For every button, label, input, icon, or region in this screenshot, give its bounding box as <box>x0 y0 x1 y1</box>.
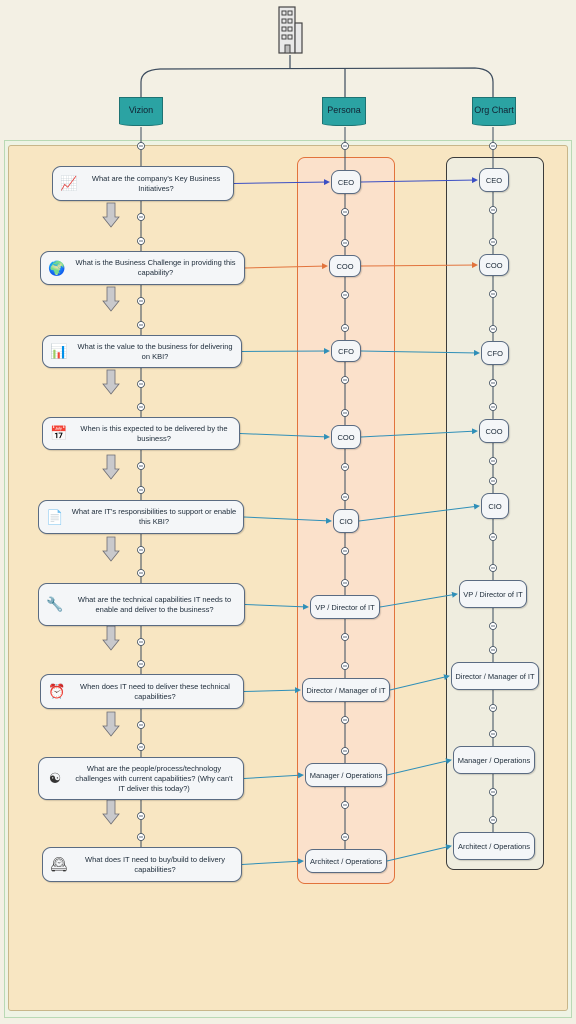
persona-node[interactable]: Director / Manager of IT <box>302 678 390 702</box>
org-chart-node[interactable]: CEO <box>479 168 509 192</box>
persona-to-org-link <box>386 758 452 776</box>
calendar-icon: 📅 <box>50 425 68 441</box>
org-chart-node[interactable]: Architect / Operations <box>453 832 535 860</box>
persona-to-org-link <box>360 262 478 269</box>
building-icon <box>278 6 303 54</box>
down-arrow-icon <box>102 799 120 825</box>
question-text: What are the technical capabilities IT n… <box>77 594 232 614</box>
question-node[interactable]: 🔧 What are the technical capabilities IT … <box>38 583 245 626</box>
alarm-clock-icon: ⏰ <box>48 683 66 699</box>
header-org-chart-label: Org Chart <box>474 105 514 115</box>
question-to-persona-link <box>239 433 330 440</box>
persona-to-org-link <box>360 349 480 356</box>
down-arrow-icon <box>102 454 120 480</box>
top-connector <box>140 55 494 83</box>
document-icon: 📄 <box>46 508 64 525</box>
bar-chart-icon: 📊 <box>50 343 68 359</box>
persona-to-org-link <box>360 428 478 438</box>
question-to-persona-link <box>243 772 304 779</box>
question-to-persona-link <box>233 179 330 186</box>
persona-to-org-link <box>360 177 478 184</box>
org-chart-node[interactable]: Director / Manager of IT <box>451 662 539 690</box>
question-text: What are the people/process/technology c… <box>75 763 233 793</box>
persona-node[interactable]: Architect / Operations <box>305 849 387 873</box>
question-to-persona-link <box>243 516 332 524</box>
question-text: What is the value to the business for de… <box>77 341 233 361</box>
question-to-persona-link <box>243 687 301 694</box>
question-text: What are the company's Key Business Init… <box>91 173 221 193</box>
down-arrow-icon <box>102 711 120 737</box>
header-persona-label: Persona <box>327 105 361 115</box>
persona-to-org-link <box>358 503 480 522</box>
persona-node[interactable]: COO <box>329 255 361 277</box>
down-arrow-icon <box>102 369 120 395</box>
persona-to-org-link <box>389 674 450 691</box>
org-chart-node[interactable]: CFO <box>481 341 509 365</box>
header-vizion-label: Vizion <box>128 105 154 115</box>
question-node[interactable]: 📊 What is the value to the business for d… <box>42 335 242 368</box>
down-arrow-icon <box>102 202 120 228</box>
persona-node[interactable]: VP / Director of IT <box>310 595 380 619</box>
question-text: When does IT need to deliver these techn… <box>80 681 230 701</box>
question-node[interactable]: 📄 What are IT's responsibilities to suppo… <box>38 500 244 534</box>
persona-to-org-link <box>386 844 452 862</box>
chart-person-icon: 📈 <box>60 175 78 191</box>
question-node[interactable]: 📈 What are the company's Key Business Ini… <box>52 166 234 201</box>
persona-node[interactable]: Manager / Operations <box>305 763 387 787</box>
question-to-persona-link <box>241 858 304 865</box>
question-node[interactable]: ☯ What are the people/process/technology … <box>38 757 244 800</box>
clock-people-icon: 🕰 <box>50 856 68 872</box>
down-arrow-icon <box>102 625 120 651</box>
org-chart-node[interactable]: COO <box>479 254 509 276</box>
question-text: What is the Business Challenge in provid… <box>75 258 236 277</box>
question-to-persona-link <box>244 263 328 270</box>
question-to-persona-link <box>241 348 330 355</box>
yin-yang-icon: ☯ <box>48 770 62 786</box>
org-chart-node[interactable]: VP / Director of IT <box>459 580 527 608</box>
question-text: What are IT's responsibilities to suppor… <box>71 507 237 526</box>
org-chart-node[interactable]: Manager / Operations <box>453 746 535 774</box>
question-node[interactable]: 🕰 What does IT need to buy/build to deliv… <box>42 847 242 882</box>
header-persona[interactable]: Persona <box>322 97 366 126</box>
persona-node[interactable]: COO <box>331 425 361 449</box>
question-node[interactable]: ⏰ When does IT need to deliver these tech… <box>40 674 244 709</box>
org-chart-node[interactable]: CIO <box>481 493 509 519</box>
question-to-persona-link <box>244 603 309 610</box>
question-text: When is this expected to be delivered by… <box>80 423 228 443</box>
down-arrow-icon <box>102 286 120 312</box>
header-org-chart[interactable]: Org Chart <box>472 97 516 126</box>
down-arrow-icon <box>102 536 120 562</box>
header-vizion[interactable]: Vizion <box>119 97 163 126</box>
org-chart-node[interactable]: COO <box>479 419 509 443</box>
question-node[interactable]: 📅 When is this expected to be delivered b… <box>42 417 240 450</box>
persona-node[interactable]: CEO <box>331 170 361 194</box>
persona-to-org-link <box>379 591 458 608</box>
persona-node[interactable]: CFO <box>331 340 361 362</box>
persona-node[interactable]: CIO <box>333 509 359 533</box>
globe-icon: 🌍 <box>48 259 66 276</box>
tools-icon: 🔧 <box>46 596 64 612</box>
question-node[interactable]: 🌍 What is the Business Challenge in provi… <box>40 251 245 285</box>
question-text: What does IT need to buy/build to delive… <box>85 854 225 874</box>
